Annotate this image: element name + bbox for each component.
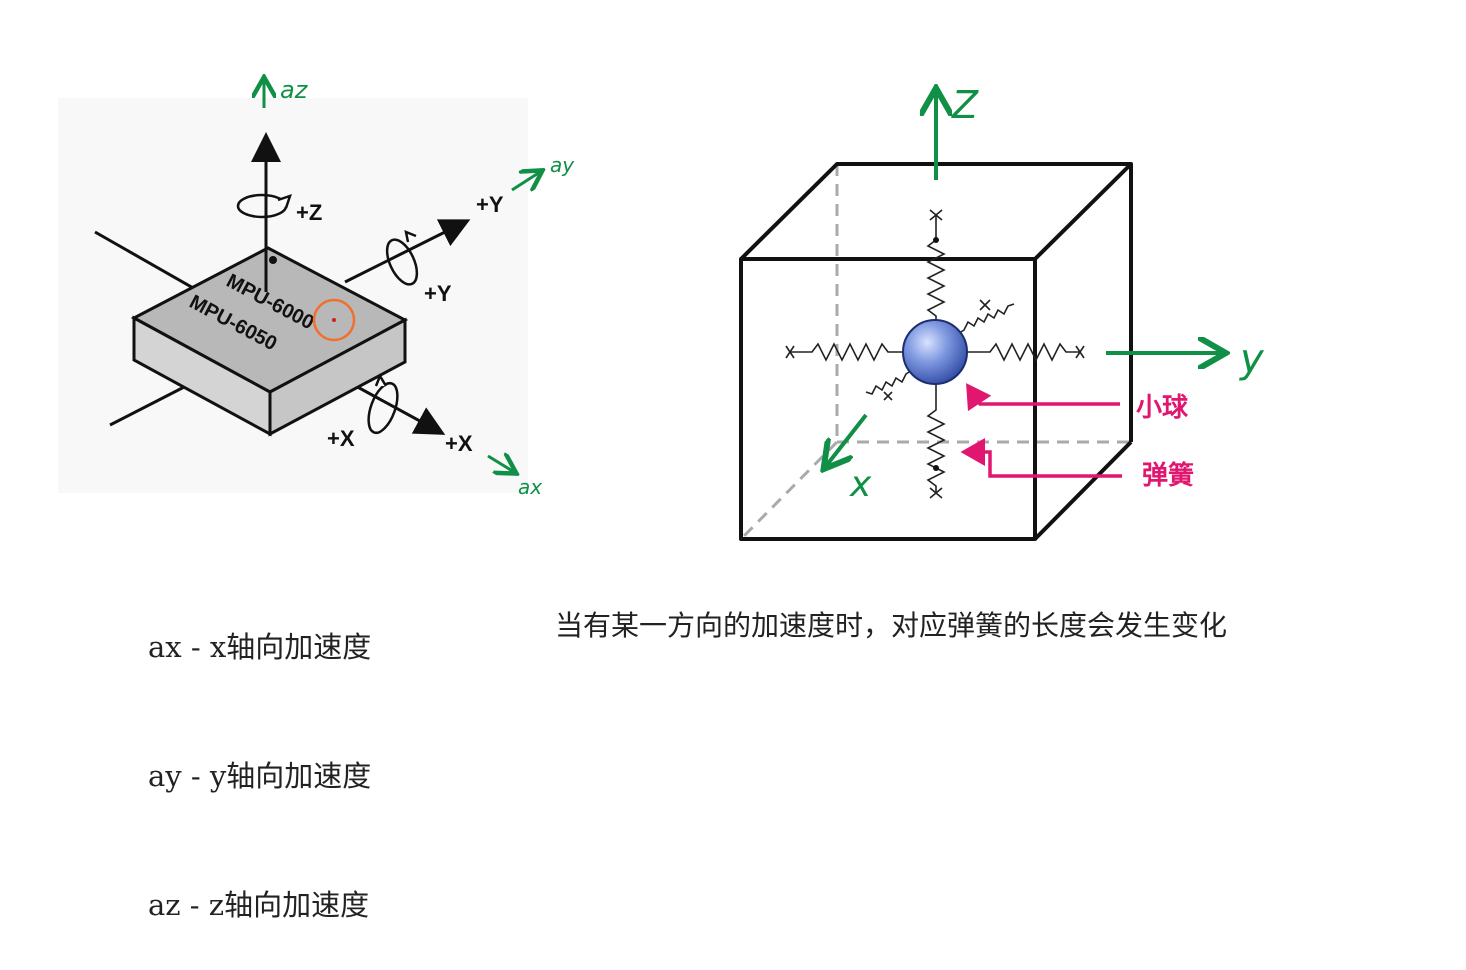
spring-left: [790, 342, 905, 362]
label-plus-x-arrow: +X: [445, 431, 473, 456]
spring-bottom-dot: [933, 465, 939, 471]
ball: [902, 319, 968, 385]
spring-cube-diagram: Z y x 小球 弹簧: [739, 83, 1265, 541]
spring-top-dot: [933, 237, 939, 243]
cube-z-label: Z: [951, 83, 979, 127]
explanation-caption: 当有某一方向的加速度时，对应弹簧的长度会发生变化: [555, 609, 1228, 642]
spring-right: [966, 342, 1080, 362]
label-plus-x-rotation: +X: [327, 426, 355, 451]
ball-pointer-arrow: [966, 383, 1120, 412]
ay-green-arrow: [511, 172, 540, 190]
legend-line-ay: ay - y轴向加速度: [148, 759, 372, 793]
cube-x-label: x: [849, 464, 872, 505]
spring-label: 弹簧: [1142, 460, 1194, 490]
label-plus-y-rotation: +Y: [424, 281, 452, 306]
label-plus-z: +Z: [296, 200, 322, 225]
cube-y-label: y: [1239, 336, 1265, 382]
cursor-highlight-ring: [312, 298, 356, 342]
springs: [785, 209, 1085, 499]
diagram-canvas: MPU-6000 MPU-6050 +Z +Y +Y +X +X az ay: [58, 0, 1265, 541]
ball-label: 小球: [1136, 392, 1189, 422]
rotate-z-icon: [236, 193, 292, 219]
chip-right-face: [268, 317, 407, 437]
cube-x-axis-arrow: [826, 413, 868, 466]
legend-line-ax: ax - x轴向加速度: [148, 630, 372, 664]
ax-label: ax: [518, 475, 542, 499]
spring-pointer-arrow: [960, 438, 1122, 478]
cursor-dot: [332, 318, 336, 322]
spring-bottom: [926, 382, 946, 492]
label-plus-y-arrow: +Y: [476, 192, 504, 217]
az-label: az: [280, 76, 309, 104]
spring-front: [865, 369, 913, 395]
chip-y-axis-arrow: [344, 219, 471, 284]
cube-outline: [739, 162, 1133, 541]
acceleration-legend: ax - x轴向加速度 ay - y轴向加速度 az - z轴向加速度: [148, 540, 371, 970]
mpu-chip-diagram: MPU-6000 MPU-6050 +Z +Y +Y +X +X az ay: [58, 76, 575, 499]
chip-y-axis-front: [109, 382, 191, 427]
chip-pin1-dot: [269, 256, 277, 264]
rotate-x-icon: [367, 373, 399, 435]
ay-label: ay: [550, 153, 575, 177]
ax-green-arrow: [487, 456, 514, 472]
rotate-y-icon: [385, 229, 419, 286]
spring-back: [957, 303, 1015, 335]
legend-line-az: az - z轴向加速度: [148, 888, 370, 922]
spring-top: [926, 214, 946, 322]
